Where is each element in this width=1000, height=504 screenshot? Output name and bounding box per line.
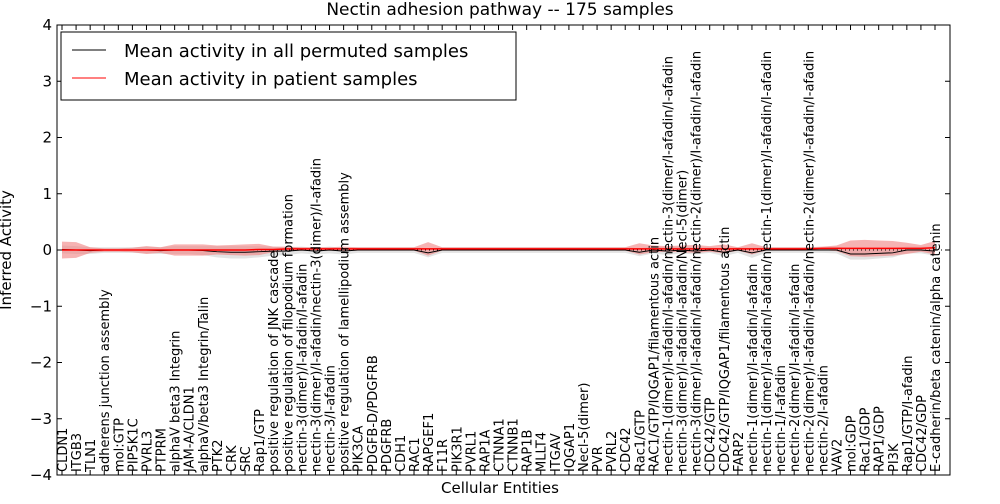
x-tick-label: IQGAP1 xyxy=(563,423,578,472)
x-tick-label: CTNNA1 xyxy=(493,418,508,472)
x-tick-label: PVRL3 xyxy=(140,431,155,472)
x-tick-label: PIP5K1C xyxy=(126,418,141,472)
y-tick-label: 4 xyxy=(42,16,52,34)
x-tick-label: FARP2 xyxy=(732,432,747,472)
x-tick-label: RAPGEF1 xyxy=(422,413,437,472)
y-tick-label: −3 xyxy=(30,410,52,428)
x-tick-label: alphaV/beta3 Integrin/Talin xyxy=(197,297,212,472)
y-tick-label: 0 xyxy=(42,241,52,259)
lines xyxy=(57,247,950,255)
legend: Mean activity in all permuted samples Me… xyxy=(60,31,517,101)
x-tick-label: CRK xyxy=(225,445,240,472)
x-tick-label: nectin-3(dimer)/I-afadin/I-afadin/nectin… xyxy=(690,51,705,472)
x-tick-label: CTNNB1 xyxy=(507,418,522,472)
x-tick-label: Rac1/GTP xyxy=(633,410,648,472)
y-axis-label: Inferred Activity xyxy=(0,190,15,310)
x-tick-label: F11R xyxy=(436,439,451,472)
x-tick-label: nectin-3/I-afadin xyxy=(324,365,339,472)
x-tick-label: VAV2 xyxy=(830,439,845,472)
legend-box xyxy=(60,31,517,101)
x-tick-label: nectin-3(dimer)/I-afadin/I-afadin xyxy=(295,264,310,472)
x-tick-label: nectin-2/I-afadin xyxy=(816,365,831,472)
x-tick-label: mol:GTP xyxy=(112,418,127,472)
x-tick-label: PTPRM xyxy=(155,428,170,472)
x-tick-label: CDC42/GDP xyxy=(915,395,930,472)
x-tick-label: positive regulation of lamellipodium ass… xyxy=(338,172,353,472)
x-tick-label: Necl-5(dimer) xyxy=(577,383,592,472)
x-tick-label: nectin-1(dimer)/I-afadin/I-afadin/nectin… xyxy=(760,51,775,472)
ticks: −4 −3 −2 −1 0 1 2 3 4 xyxy=(30,16,950,484)
x-tick-label: PI3K xyxy=(887,443,902,472)
x-tick-label: PIK3CA xyxy=(352,425,367,472)
x-tick-label: PDGFRB xyxy=(380,419,395,472)
y-tick-label: 1 xyxy=(42,185,52,203)
y-tick-label: −2 xyxy=(30,354,52,372)
x-tick-label: TLN1 xyxy=(84,439,99,473)
y-tick-label: −4 xyxy=(30,466,52,484)
x-tick-label: PDGFB-D/PDGFRB xyxy=(366,355,381,472)
x-tick-label: CLDN1 xyxy=(56,428,71,472)
x-tick-label: MLLT4 xyxy=(535,432,550,472)
x-tick-label: CDC42 xyxy=(619,427,634,472)
x-tick-label: RAP1B xyxy=(521,430,536,472)
x-tick-label: PTK2 xyxy=(211,439,226,472)
legend-label-permuted: Mean activity in all permuted samples xyxy=(124,41,468,62)
x-tick-label: Rap1/GTP/I-afadin xyxy=(901,355,916,472)
x-tick-label: nectin-1(dimer)/I-afadin/I-afadin xyxy=(746,264,761,472)
x-tick-label: SRC xyxy=(239,446,254,472)
x-tick-label: nectin-2(dimer)/I-afadin/I-afadin/nectin… xyxy=(802,51,817,472)
plot-frame xyxy=(56,24,951,476)
series-line-permuted xyxy=(61,248,936,255)
x-tick-label: positive regulation of JNK cascade xyxy=(267,251,282,472)
x-tick-label: PVRL2 xyxy=(605,431,620,472)
x-tick-label: nectin-2(dimer)/I-afadin/I-afadin xyxy=(788,264,803,472)
chart-title: Nectin adhesion pathway -- 175 samples xyxy=(326,0,673,20)
x-tick-label: Rap1/GTP xyxy=(253,409,268,472)
x-tick-label: nectin-3(dimer)/I-afadin/nectin-3(dimer)… xyxy=(309,158,324,472)
x-axis-label: Cellular Entities xyxy=(441,479,559,497)
x-tick-label: CDC42/GTP/IQGAP1/filamentous actin xyxy=(718,227,733,472)
x-tick-label: RAP1A xyxy=(478,429,493,472)
y-tick-label: −1 xyxy=(30,297,52,315)
x-tick-label: PVR xyxy=(591,446,606,472)
x-tick-label: PVRL1 xyxy=(464,431,479,472)
y-tick-label: 3 xyxy=(42,72,52,90)
x-tick-label: Rac1/GDP xyxy=(859,407,874,472)
x-tick-label: nectin-1(dimer)/I-afadin/I-afadin/nectin… xyxy=(661,56,676,472)
legend-label-patient: Mean activity in patient samples xyxy=(124,69,418,90)
x-tick-label: positive regulation of filopodium format… xyxy=(281,194,296,472)
series-line-patient xyxy=(62,247,936,251)
x-tick-label: mol:GDP xyxy=(845,415,860,472)
x-tick-label: nectin-3(dimer)/I-afadin/I-afadin/Necl-5… xyxy=(676,170,691,472)
x-tick-label: RAP1/GDP xyxy=(873,406,888,472)
x-tick-label: nectin-1/I-afadin xyxy=(774,365,789,472)
x-tick-label: RAC1 xyxy=(408,437,423,472)
x-tick-label: JAM-A/CLDN1 xyxy=(183,386,198,473)
x-tick-label: ITGB3 xyxy=(70,433,85,472)
x-tick-label: adherens junction assembly xyxy=(98,289,113,472)
x-tick-label: RAC1/GTP/IQGAP1/filamentous actin xyxy=(647,237,662,472)
x-tick-label: ITGAV xyxy=(549,433,564,472)
x-tick-label: PIK3R1 xyxy=(450,426,465,472)
x-tick-label: E-cadherin/beta catenin/alpha catenin xyxy=(929,223,944,472)
x-tick-label: CDH1 xyxy=(394,435,409,472)
y-tick-label: 2 xyxy=(42,129,52,147)
x-tick-label: alphaV beta3 Integrin xyxy=(169,331,184,472)
x-tick-label: CDC42/GTP xyxy=(704,397,719,472)
